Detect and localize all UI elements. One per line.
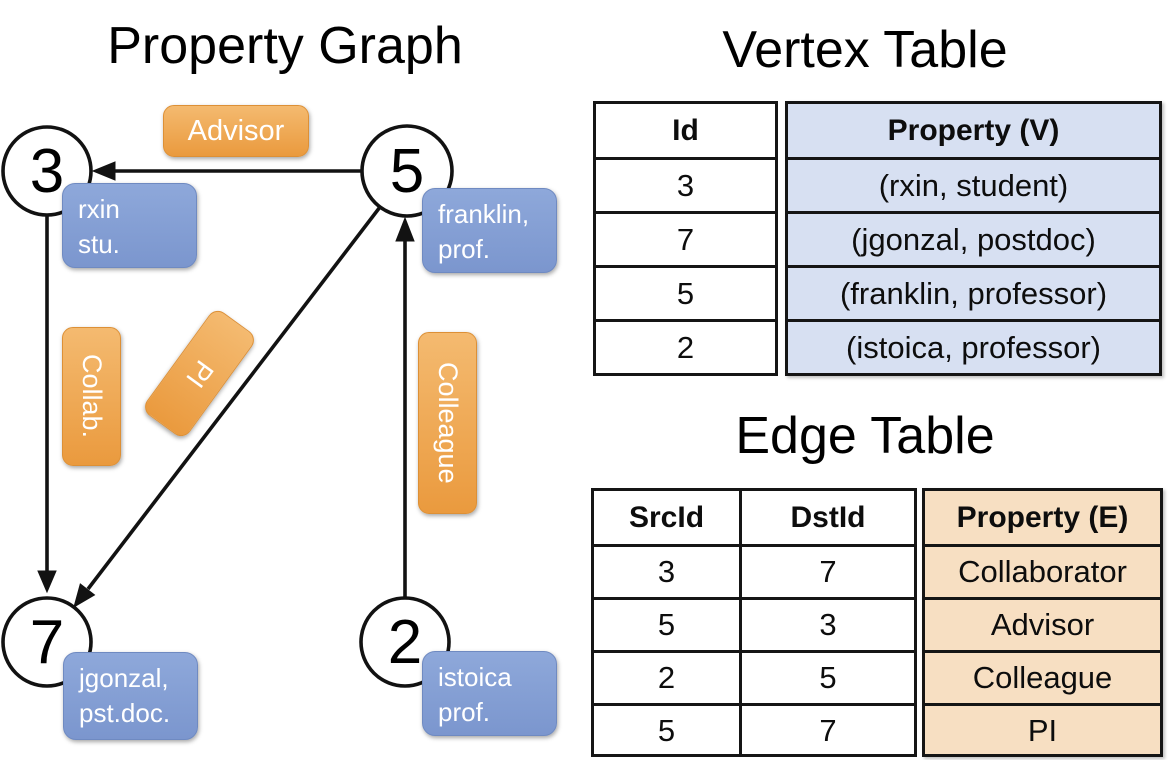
- node-7-property-box: jgonzal, pst.doc.: [63, 652, 198, 740]
- node-5-id: 5: [389, 136, 425, 206]
- node-2-id: 2: [387, 607, 423, 677]
- node-5-property-line1: franklin,: [438, 199, 530, 229]
- edge-label-colleague: Colleague: [418, 332, 477, 514]
- vertex-table-property-header: Property (V): [887, 113, 1060, 147]
- edge-table-property-cell: Advisor: [925, 597, 1160, 650]
- edge-table-property-cell: Colleague: [925, 650, 1160, 703]
- vertex-table-property-cell: (rxin, student): [788, 157, 1159, 211]
- edge-label-colleague-text: Colleague: [433, 362, 463, 484]
- edge-label-pi-text: PI: [180, 354, 220, 393]
- edge-table-property-cell: Collaborator: [925, 544, 1160, 597]
- edge-3-to-7-arrow: [37, 215, 57, 594]
- node-7-property-line1: jgonzal,: [79, 663, 169, 693]
- edge-table-srcid-cell: 5: [594, 597, 739, 650]
- edge-table-id-columns: SrcId DstId 3 7 5 3 2 5 5 7: [591, 488, 917, 757]
- node-3-property-line1: rxin: [78, 194, 120, 224]
- edge-table-dstid-cell: 7: [739, 544, 914, 597]
- vertex-table-id-header: Id: [672, 113, 699, 147]
- node-2-property-box: istoica prof.: [422, 651, 557, 736]
- edge-table-dstid-cell: 7: [739, 703, 914, 756]
- edge-label-advisor: Advisor: [163, 105, 309, 157]
- edge-table-title: Edge Table: [735, 407, 995, 465]
- edge-table-dstid-header: DstId: [739, 491, 914, 544]
- edge-table-property-header: Property (E): [956, 500, 1129, 534]
- node-3-property-box: rxin stu.: [62, 183, 197, 268]
- vertex-table-property-cell: (istoica, professor): [788, 319, 1159, 373]
- edge-table-srcid-cell: 5: [594, 703, 739, 756]
- edge-table-srcid-cell: 3: [594, 544, 739, 597]
- vertex-table-property-cell: (jgonzal, postdoc): [788, 211, 1159, 265]
- node-3-id: 3: [29, 136, 65, 206]
- node-2-property-line2: prof.: [438, 697, 491, 727]
- node-7-property-line2: pst.doc.: [79, 698, 171, 728]
- vertex-table-property-cell: (franklin, professor): [788, 265, 1159, 319]
- node-5-property-box: franklin, prof.: [422, 188, 557, 273]
- node-5-property-line2: prof.: [438, 234, 491, 264]
- edge-5-to-7-arrow: [73, 205, 382, 609]
- edge-label-advisor-text: Advisor: [187, 114, 285, 147]
- vertex-table-title: Vertex Table: [722, 21, 1008, 79]
- vertex-table-id-cell: 2: [596, 319, 775, 373]
- edge-5-to-3-arrow: [91, 161, 362, 181]
- edge-2-to-5-arrow: [395, 216, 415, 598]
- property-graph-title: Property Graph: [107, 17, 463, 75]
- edge-table-property-cell: PI: [925, 703, 1160, 756]
- edge-table-srcid-cell: 2: [594, 650, 739, 703]
- edge-label-collab-text: Collab.: [77, 354, 107, 439]
- node-3-property-line2: stu.: [78, 229, 120, 259]
- edge-table-dstid-cell: 3: [739, 597, 914, 650]
- edge-label-collab: Collab.: [62, 327, 121, 466]
- edge-table-srcid-header: SrcId: [628, 500, 705, 534]
- vertex-table-id-column: Id 3 7 5 2: [593, 101, 778, 376]
- edge-table-property-column: Property (E) Collaborator Advisor Collea…: [922, 488, 1163, 757]
- vertex-table-property-column: Property (V) (rxin, student) (jgonzal, p…: [785, 101, 1162, 376]
- edge-table-dstid-cell: 5: [739, 650, 914, 703]
- vertex-table-id-cell: 5: [596, 265, 775, 319]
- vertex-table-id-cell: 3: [596, 157, 775, 211]
- node-2-property-line1: istoica: [438, 662, 512, 692]
- node-7-id: 7: [29, 607, 65, 677]
- vertex-table-id-cell: 7: [596, 211, 775, 265]
